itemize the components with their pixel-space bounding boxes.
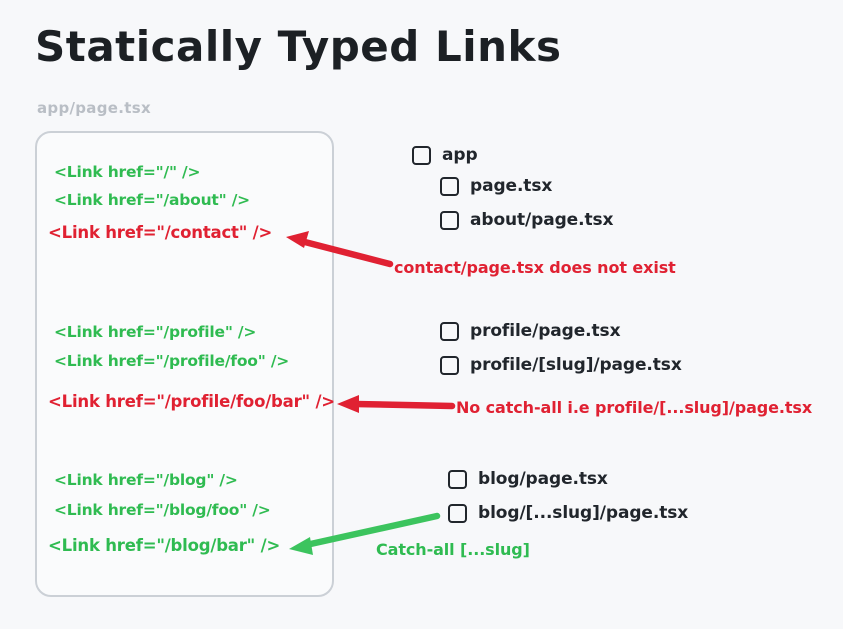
- tree-item-label: profile/[slug]/page.tsx: [470, 355, 682, 375]
- checkbox-icon: [440, 210, 459, 230]
- code-line: <Link href="/profile" />: [54, 323, 257, 341]
- code-line: <Link href="/blog/bar" />: [48, 536, 281, 555]
- checkbox-icon: [412, 145, 431, 165]
- checkbox-icon: [440, 176, 459, 196]
- tree-item-label: profile/page.tsx: [470, 321, 621, 341]
- page-title: Statically Typed Links: [35, 22, 562, 71]
- tree-item-label: blog/page.tsx: [478, 469, 608, 489]
- tree-item-label: app: [442, 145, 478, 165]
- tree-item-label: about/page.tsx: [470, 210, 614, 230]
- code-card: [35, 131, 334, 597]
- tree-item-blog-catchall: blog/[...slug]/page.tsx: [448, 503, 688, 523]
- tree-item-app: app: [412, 145, 478, 165]
- tree-item-blog: blog/page.tsx: [448, 469, 608, 489]
- file-path-caption: app/page.tsx: [37, 99, 151, 117]
- code-line: <Link href="/profile/foo" />: [54, 352, 290, 370]
- tree-item-profile-slug: profile/[slug]/page.tsx: [440, 355, 682, 375]
- checkbox-icon: [448, 503, 467, 523]
- tree-item-about: about/page.tsx: [440, 210, 613, 230]
- tree-item-profile: profile/page.tsx: [440, 321, 621, 341]
- code-line: <Link href="/" />: [54, 163, 201, 181]
- annotation-catchall: Catch-all [...slug]: [376, 540, 530, 559]
- code-line: <Link href="/about" />: [54, 191, 250, 209]
- tree-item-label: page.tsx: [470, 176, 553, 196]
- code-line: <Link href="/blog" />: [54, 471, 238, 489]
- code-block: <Link href="/" /> <Link href="/about" />…: [35, 131, 365, 597]
- code-line-error: <Link href="/contact" />: [48, 223, 273, 242]
- checkbox-icon: [448, 469, 467, 489]
- checkbox-icon: [440, 355, 459, 375]
- checkbox-icon: [440, 321, 459, 341]
- tree-item-page: page.tsx: [440, 176, 552, 196]
- annotation-contact-missing: contact/page.tsx does not exist: [394, 258, 676, 277]
- code-line: <Link href="/blog/foo" />: [54, 501, 271, 519]
- annotation-no-catchall: No catch-all i.e profile/[...slug]/page.…: [456, 398, 813, 417]
- code-line-error: <Link href="/profile/foo/bar" />: [48, 392, 335, 411]
- tree-item-label: blog/[...slug]/page.tsx: [478, 503, 689, 523]
